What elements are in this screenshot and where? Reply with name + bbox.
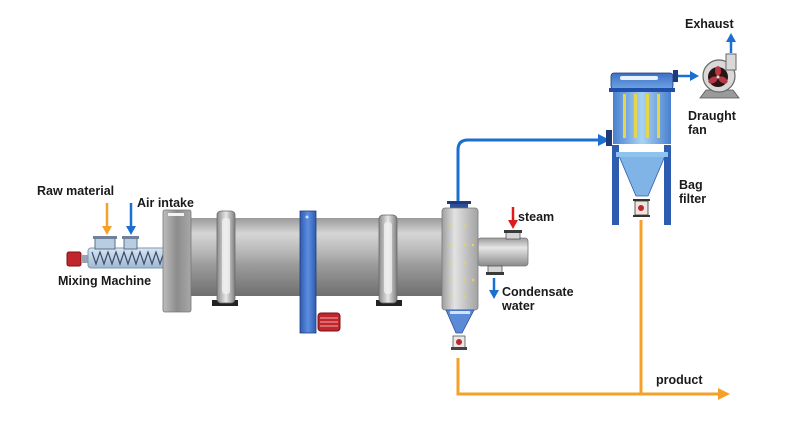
- air-duct-to-bag-filter: [456, 134, 610, 203]
- product-arrow-icon: [718, 388, 730, 400]
- raw-material-arrow-icon: [102, 203, 112, 235]
- exhaust-arrow-icon: [726, 33, 736, 53]
- product-label: product: [656, 373, 703, 387]
- condensate-label-line1: Condensate: [502, 285, 574, 299]
- steam-arrow-icon: [508, 207, 518, 229]
- steam-heater[interactable]: [477, 230, 529, 275]
- condensate-label-line2: water: [501, 299, 535, 313]
- steam-label: steam: [518, 210, 554, 224]
- draught-fan-label-line2: fan: [688, 123, 707, 137]
- raw-material-label: Raw material: [37, 184, 114, 198]
- discharge-hood[interactable]: [441, 201, 479, 350]
- mixing-machine-label: Mixing Machine: [58, 274, 151, 288]
- filter-to-fan-arrow-icon: [678, 71, 699, 81]
- mixing-machine[interactable]: [66, 236, 169, 269]
- draught-fan[interactable]: [699, 53, 740, 99]
- draught-fan-label-line1: Draught: [688, 109, 737, 123]
- rotary-dryer[interactable]: [162, 209, 450, 334]
- product-flow-line: [456, 220, 730, 400]
- air-intake-label: Air intake: [137, 196, 194, 210]
- air-intake-arrow-icon: [126, 203, 136, 235]
- bag-filter[interactable]: [606, 70, 678, 225]
- bag-filter-label-line1: Bag: [679, 178, 703, 192]
- exhaust-label: Exhaust: [685, 17, 734, 31]
- bag-filter-label-line2: filter: [679, 192, 706, 206]
- condensate-arrow-icon: [489, 278, 499, 299]
